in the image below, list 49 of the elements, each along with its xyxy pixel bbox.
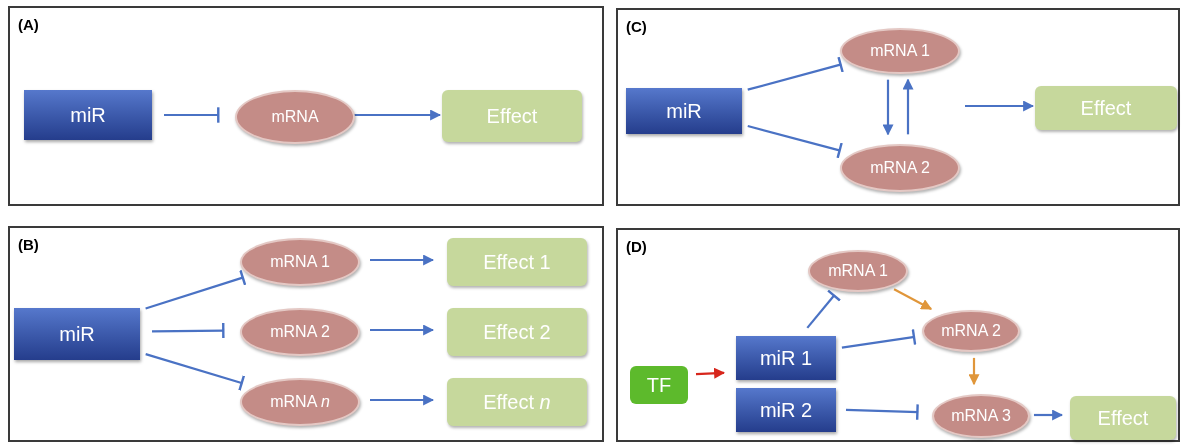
arrow: [370, 394, 435, 406]
inhibition-line: [164, 107, 220, 123]
inhibition-line: [145, 353, 246, 391]
effect-box: Effect: [1070, 396, 1176, 440]
arrow: [968, 357, 980, 386]
arrow: [1033, 409, 1064, 421]
mrna-ellipse: mRNA n: [240, 378, 360, 426]
mrna-ellipse: mRNA 2: [840, 144, 960, 192]
mirna-box: miR 1: [736, 336, 836, 380]
effect-box: Effect: [1035, 86, 1177, 130]
arrow: [882, 79, 894, 136]
inhibition-line: [152, 322, 225, 339]
effect-box: Effect n: [447, 378, 587, 426]
inhibition-line: [747, 124, 843, 159]
mrna-ellipse: mRNA 3: [932, 394, 1030, 438]
inhibition-line: [845, 404, 919, 420]
panel-label: (C): [626, 17, 647, 37]
arrow: [965, 100, 1035, 112]
mrna-ellipse: mRNA: [235, 90, 355, 144]
effect-box: Effect 2: [447, 308, 587, 356]
arrow: [695, 367, 726, 379]
arrow: [353, 109, 442, 121]
arrow: [370, 324, 435, 336]
mirna-box: miR: [626, 88, 742, 134]
panel-label: (D): [626, 237, 647, 257]
mrna-ellipse: mRNA 2: [922, 310, 1020, 352]
mrna-ellipse: mRNA 2: [240, 308, 360, 356]
mirna-box: miR: [24, 90, 152, 140]
mrna-ellipse: mRNA 1: [808, 250, 908, 292]
mirna-box: miR 2: [736, 388, 836, 432]
inhibition-line: [747, 56, 844, 91]
effect-box: Effect: [442, 90, 582, 142]
mirna-box: miR: [14, 308, 140, 360]
mrna-ellipse: mRNA 1: [240, 238, 360, 286]
inhibition-line: [145, 269, 247, 310]
panel-frame: [616, 228, 1180, 442]
panel-label: (A): [18, 15, 39, 35]
tf-box: TF: [630, 366, 688, 404]
mrna-ellipse: mRNA 1: [840, 28, 960, 74]
inhibition-line: [841, 329, 917, 349]
panel-label: (B): [18, 235, 39, 255]
panel-frame: [8, 226, 604, 442]
arrow: [893, 288, 933, 310]
panel-frame: [8, 6, 604, 206]
arrow: [902, 78, 914, 135]
panel-frame: [616, 8, 1180, 206]
arrow: [370, 254, 435, 266]
effect-box: Effect 1: [447, 238, 587, 286]
inhibition-line: [806, 289, 841, 329]
